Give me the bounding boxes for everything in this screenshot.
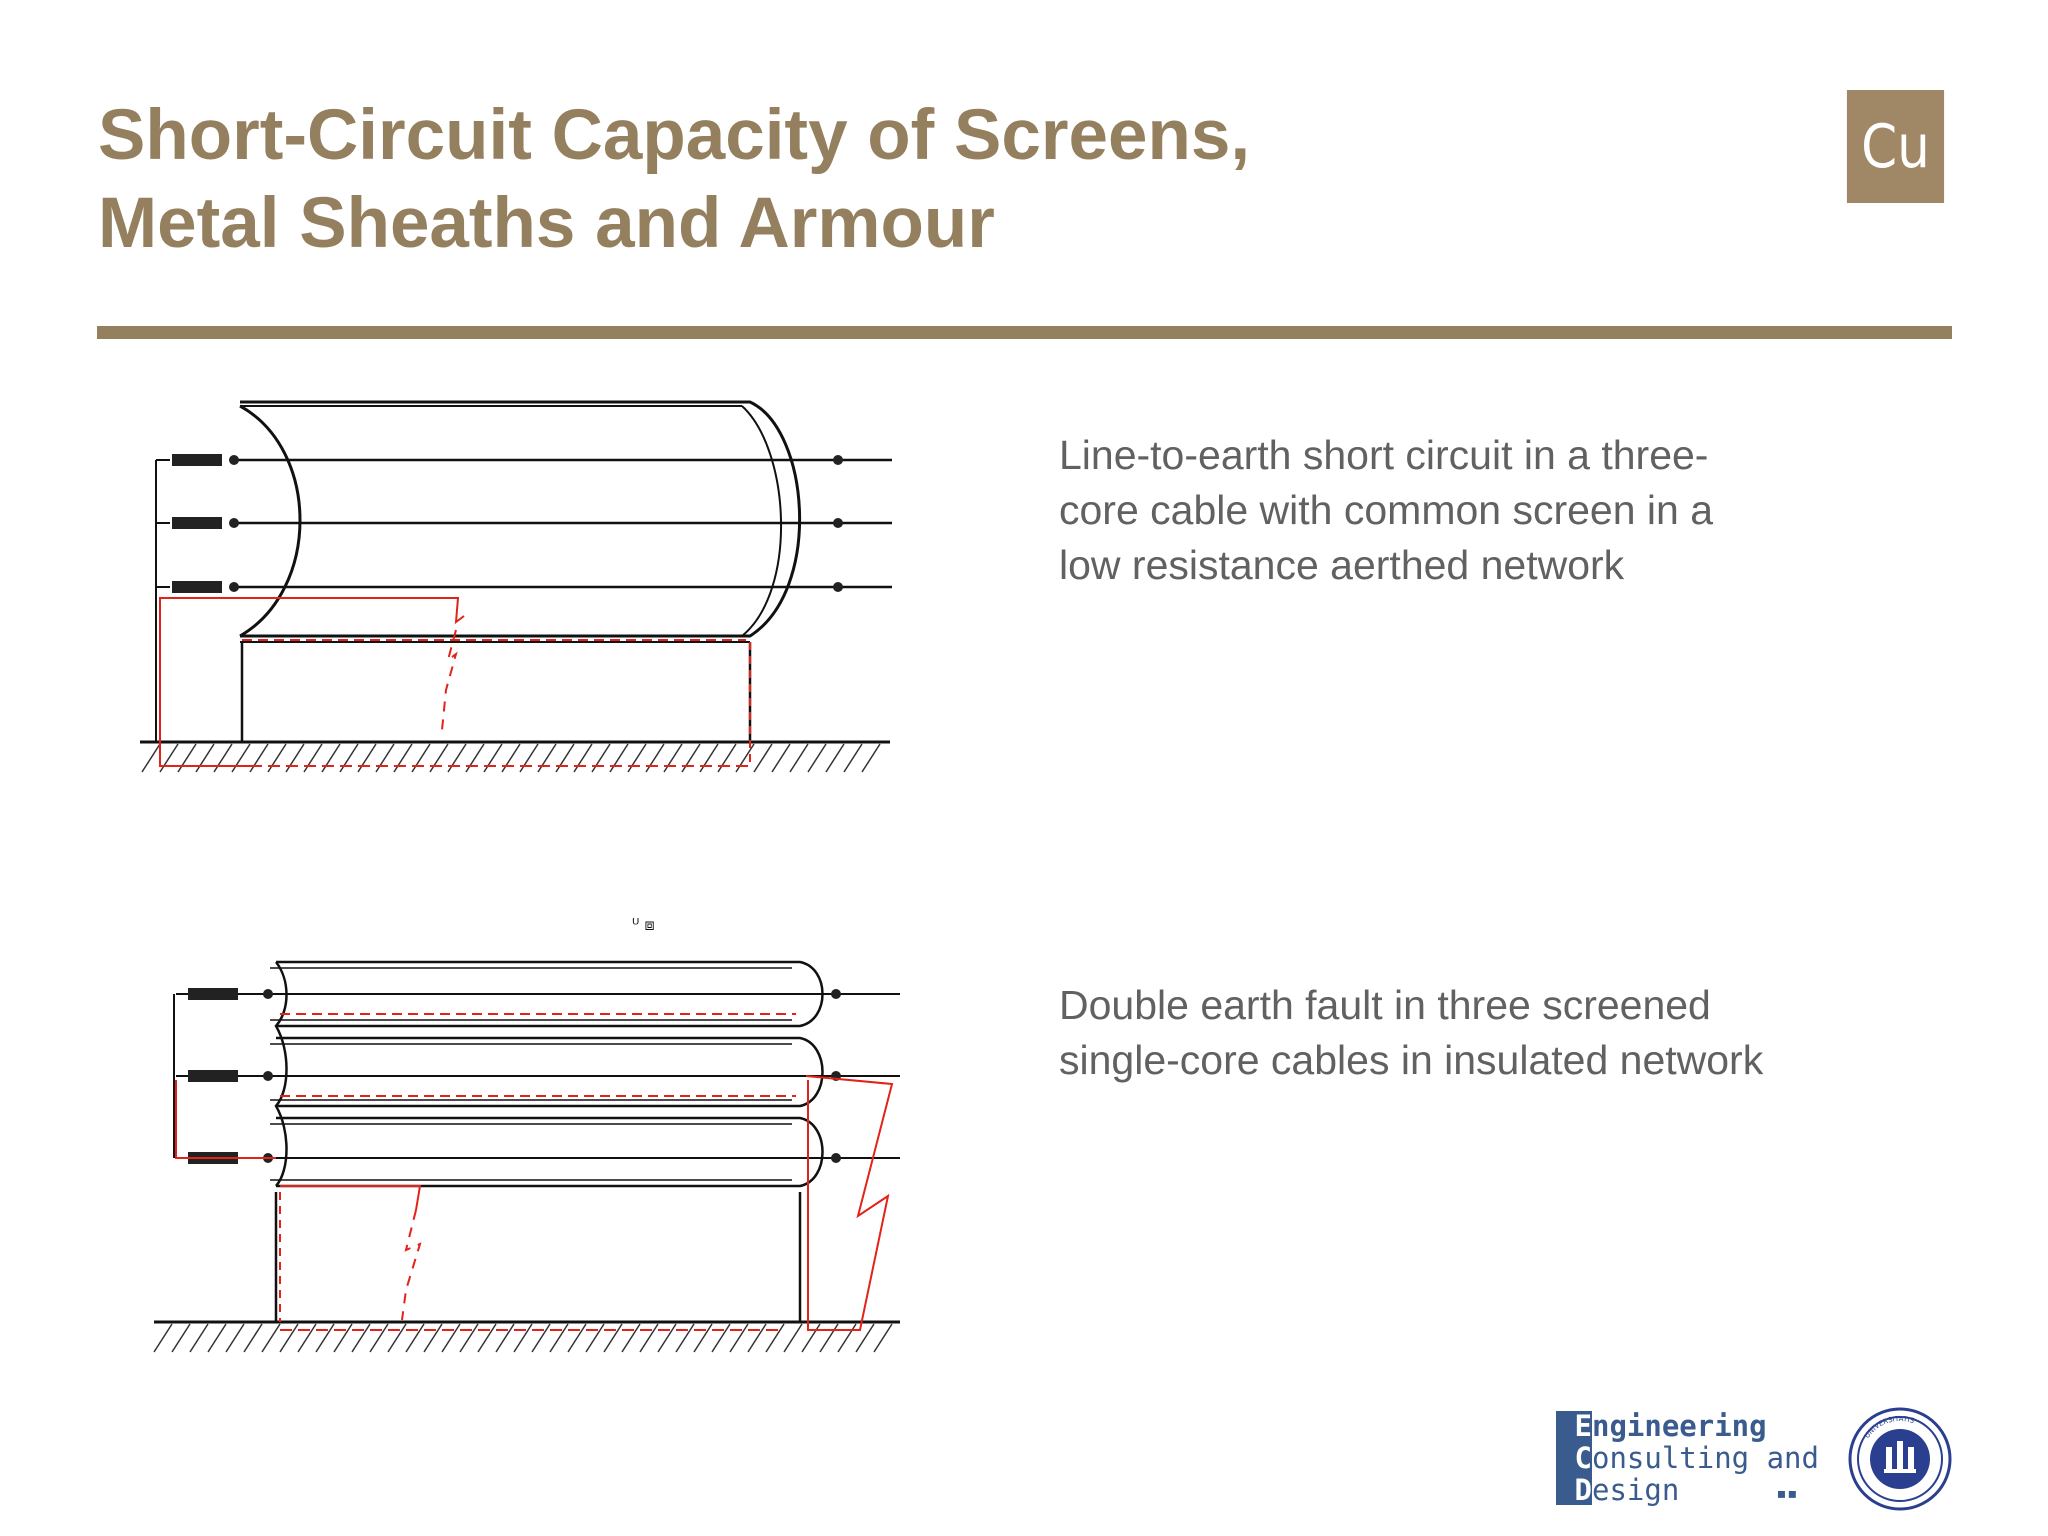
caption-1-line-1: Line-to-earth short circuit in a three- xyxy=(1059,432,1709,478)
ecd-line-3: esign xyxy=(1592,1473,1680,1507)
ecd-line-1: ngineering xyxy=(1592,1409,1767,1443)
caption-1-line-3: low resistance aerthed network xyxy=(1059,542,1625,588)
ecd-line-2: onsulting and xyxy=(1592,1441,1819,1475)
ecd-initial-c: C xyxy=(1556,1443,1592,1473)
title-divider xyxy=(97,326,1952,339)
single-core-cables-diagram: ᵁ ⧈ xyxy=(153,915,900,1353)
three-core-cable-diagram xyxy=(140,400,892,773)
caption-2-line-1: Double earth fault in three screened xyxy=(1059,982,1711,1028)
ecd-dots-icon: ▪▪ xyxy=(1776,1483,1798,1504)
slide-title-line-2: Metal Sheaths and Armour xyxy=(98,184,995,263)
slide-title-line-1: Short-Circuit Capacity of Screens, xyxy=(98,96,1251,175)
caption-double-earth-fault: Double earth fault in three screened sin… xyxy=(1059,978,1919,1088)
svg-text:ᵁ ⧈: ᵁ ⧈ xyxy=(632,915,655,934)
ecd-initial-d: D xyxy=(1556,1475,1592,1505)
university-seal: UNIVERSITATIS xyxy=(1848,1407,1952,1511)
copper-badge: Cu xyxy=(1846,90,1945,203)
caption-2-line-2: single-core cables in insulated network xyxy=(1059,1037,1764,1083)
caption-1-line-2: core cable with common screen in a xyxy=(1059,487,1714,533)
ecd-logo: Engineering Consulting and Design ▪▪ xyxy=(1556,1409,1819,1507)
caption-line-to-earth: Line-to-earth short circuit in a three- … xyxy=(1059,428,1919,593)
slide-title: Short-Circuit Capacity of Screens, Metal… xyxy=(98,92,1398,268)
ecd-initial-e: E xyxy=(1556,1411,1592,1441)
